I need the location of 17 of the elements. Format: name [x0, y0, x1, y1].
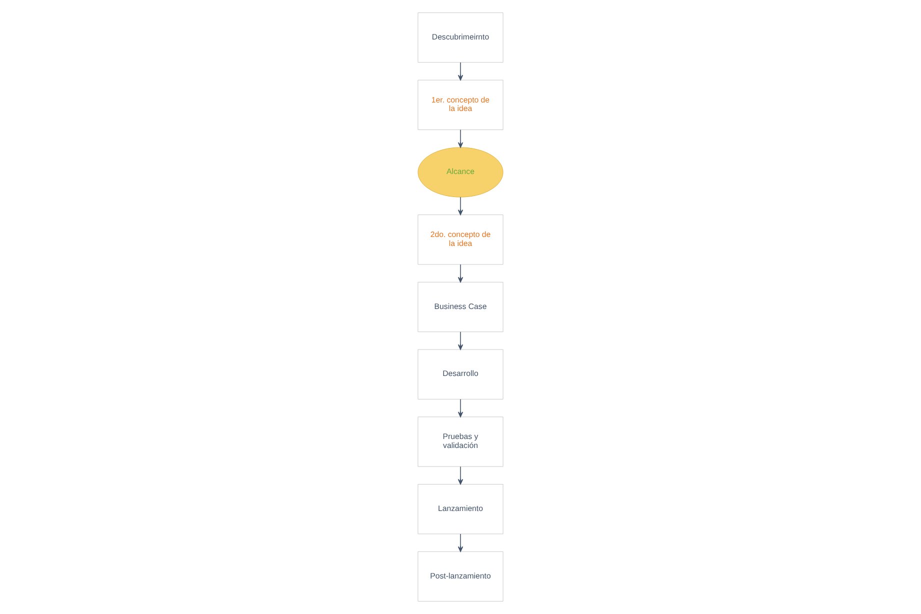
node-box: Business Case [418, 282, 504, 332]
arrow [458, 62, 464, 80]
node-box: Desarrollo [418, 349, 504, 400]
arrow [458, 534, 464, 552]
arrow [458, 264, 464, 283]
arrow [458, 398, 464, 418]
node-box: Descubrimeirnto [418, 12, 504, 63]
node-ellipse: Alcance [418, 147, 504, 198]
node-box: Lanzamiento [418, 484, 504, 534]
arrow [458, 129, 464, 148]
arrow [458, 196, 464, 216]
node-box: 2do. concepto de la idea [418, 214, 504, 265]
arrow [458, 466, 464, 485]
node-box: Post-lanzamiento [418, 551, 504, 602]
arrow [458, 332, 464, 350]
node-box: Pruebas y validación [418, 416, 504, 467]
node-box: 1er. concepto de la idea [418, 80, 504, 130]
